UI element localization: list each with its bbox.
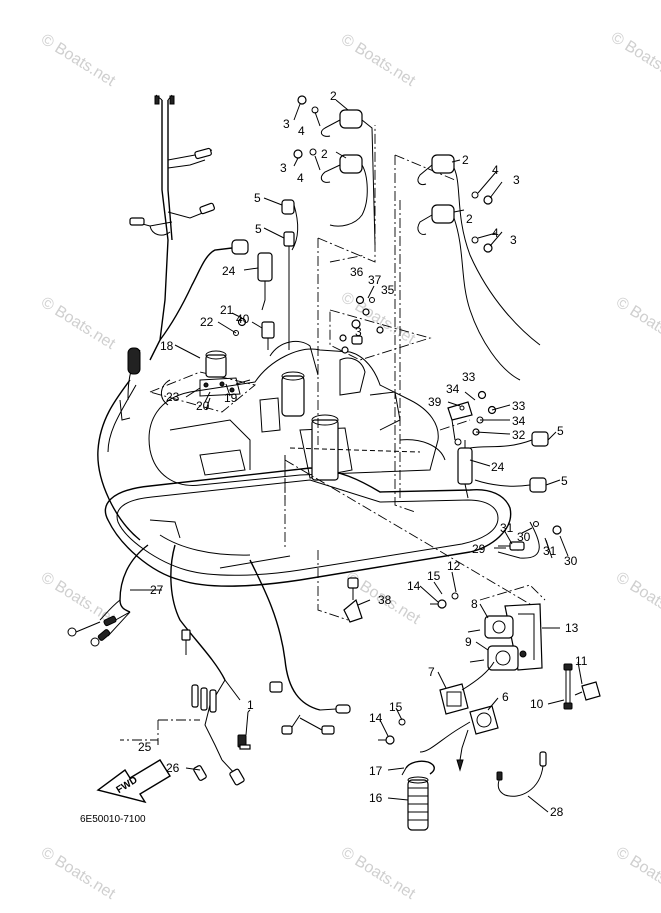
callout-33: 33 <box>512 399 526 413</box>
callout-2: 2 <box>462 153 469 167</box>
part-28-lead <box>496 751 547 797</box>
callout-24: 24 <box>491 460 505 474</box>
callout-27: 27 <box>150 583 164 597</box>
callout-5: 5 <box>561 474 568 488</box>
leader-lines <box>130 99 583 813</box>
callout-14: 14 <box>369 711 383 725</box>
callout-2: 2 <box>466 212 473 226</box>
callout-24: 24 <box>222 264 236 278</box>
watermark: © Boats.net <box>613 569 661 628</box>
callout-16: 16 <box>369 791 383 805</box>
callout-13: 13 <box>565 621 579 635</box>
callout-34: 34 <box>446 382 460 396</box>
callout-28: 28 <box>550 805 564 819</box>
callout-39: 39 <box>428 395 442 409</box>
callout-labels: 2 3 4 2 3 4 2 4 3 2 4 3 5 5 24 36 37 35 … <box>138 89 588 819</box>
watermark: © Boats.net <box>608 29 661 88</box>
callout-23: 23 <box>166 390 180 404</box>
callout-40: 40 <box>236 312 250 326</box>
callout-5: 5 <box>557 424 564 438</box>
callout-10: 10 <box>530 697 544 711</box>
callout-14: 14 <box>407 579 421 593</box>
callout-12: 12 <box>447 559 461 573</box>
callout-34: 34 <box>512 414 526 428</box>
callout-11: 11 <box>575 654 588 668</box>
bottom-cowling-drawing <box>104 467 512 587</box>
callout-19: 19 <box>224 391 238 405</box>
relay-assembly <box>199 350 251 411</box>
small-part-cluster <box>261 308 384 350</box>
part-1-clip <box>237 711 251 750</box>
wire-harness-27 <box>67 544 149 647</box>
drawing-code: 6E50010-7100 <box>80 814 146 825</box>
callout-3: 3 <box>283 117 290 131</box>
callout-30: 30 <box>564 554 578 568</box>
callout-35: 35 <box>381 283 395 297</box>
part-38-clip <box>343 577 363 623</box>
callout-4: 4 <box>298 124 305 138</box>
callout-17: 17 <box>369 764 383 778</box>
callout-4: 4 <box>492 163 499 177</box>
callout-1: 1 <box>247 698 254 712</box>
callout-3: 3 <box>355 325 362 339</box>
callout-9: 9 <box>465 635 472 649</box>
callout-3: 3 <box>280 161 287 175</box>
callout-15: 15 <box>427 569 441 583</box>
plug-leads <box>281 199 549 493</box>
callout-6: 6 <box>502 690 509 704</box>
engine-block-drawing <box>148 340 446 500</box>
callout-3: 3 <box>510 233 517 247</box>
watermark: © Boats.net <box>338 289 419 348</box>
callout-20: 20 <box>196 399 210 413</box>
fwd-label: FWD <box>114 775 139 796</box>
callout-2: 2 <box>321 147 328 161</box>
callout-5: 5 <box>255 222 262 236</box>
watermark: © Boats.net <box>338 844 419 903</box>
main-wire-harness <box>97 94 249 541</box>
callout-8: 8 <box>471 597 478 611</box>
callout-4: 4 <box>492 226 499 240</box>
wire-harness-25 <box>170 544 351 786</box>
callout-2: 2 <box>330 89 337 103</box>
watermark: © Boats.net <box>338 31 419 90</box>
callout-22: 22 <box>200 315 214 329</box>
callout-37: 37 <box>368 273 382 287</box>
callout-7: 7 <box>428 665 435 679</box>
callout-21: 21 <box>220 303 234 317</box>
watermark: © Boats.net <box>613 294 661 353</box>
watermark: © Boats.net <box>38 31 119 90</box>
callout-29: 29 <box>472 542 486 556</box>
rectifier-assembly <box>467 603 543 671</box>
callout-3: 3 <box>513 173 520 187</box>
sockets <box>419 661 499 772</box>
callout-18: 18 <box>160 339 174 353</box>
callout-4: 4 <box>297 171 304 185</box>
right-bracket-parts <box>447 401 473 446</box>
callout-32: 32 <box>512 428 526 442</box>
callout-15: 15 <box>389 700 403 714</box>
callout-30: 30 <box>517 530 531 544</box>
callout-38: 38 <box>378 593 392 607</box>
watermark: © Boats.net <box>613 844 661 903</box>
callout-26: 26 <box>166 761 180 775</box>
watermark: © Boats.net <box>38 844 119 903</box>
callout-25: 25 <box>138 740 152 754</box>
leader-frames <box>120 125 546 741</box>
part-10-11 <box>563 663 601 710</box>
callout-36: 36 <box>350 265 364 279</box>
part-16-17 <box>401 760 435 831</box>
fwd-arrow: FWD <box>96 759 171 804</box>
callout-31: 31 <box>500 521 514 535</box>
fasteners <box>233 95 562 745</box>
callout-33: 33 <box>462 370 476 384</box>
watermark: © Boats.net <box>38 294 119 353</box>
callout-31: 31 <box>543 544 557 558</box>
callout-5: 5 <box>254 191 261 205</box>
part-24-caps <box>257 252 473 499</box>
spark-plug-caps <box>320 109 541 381</box>
